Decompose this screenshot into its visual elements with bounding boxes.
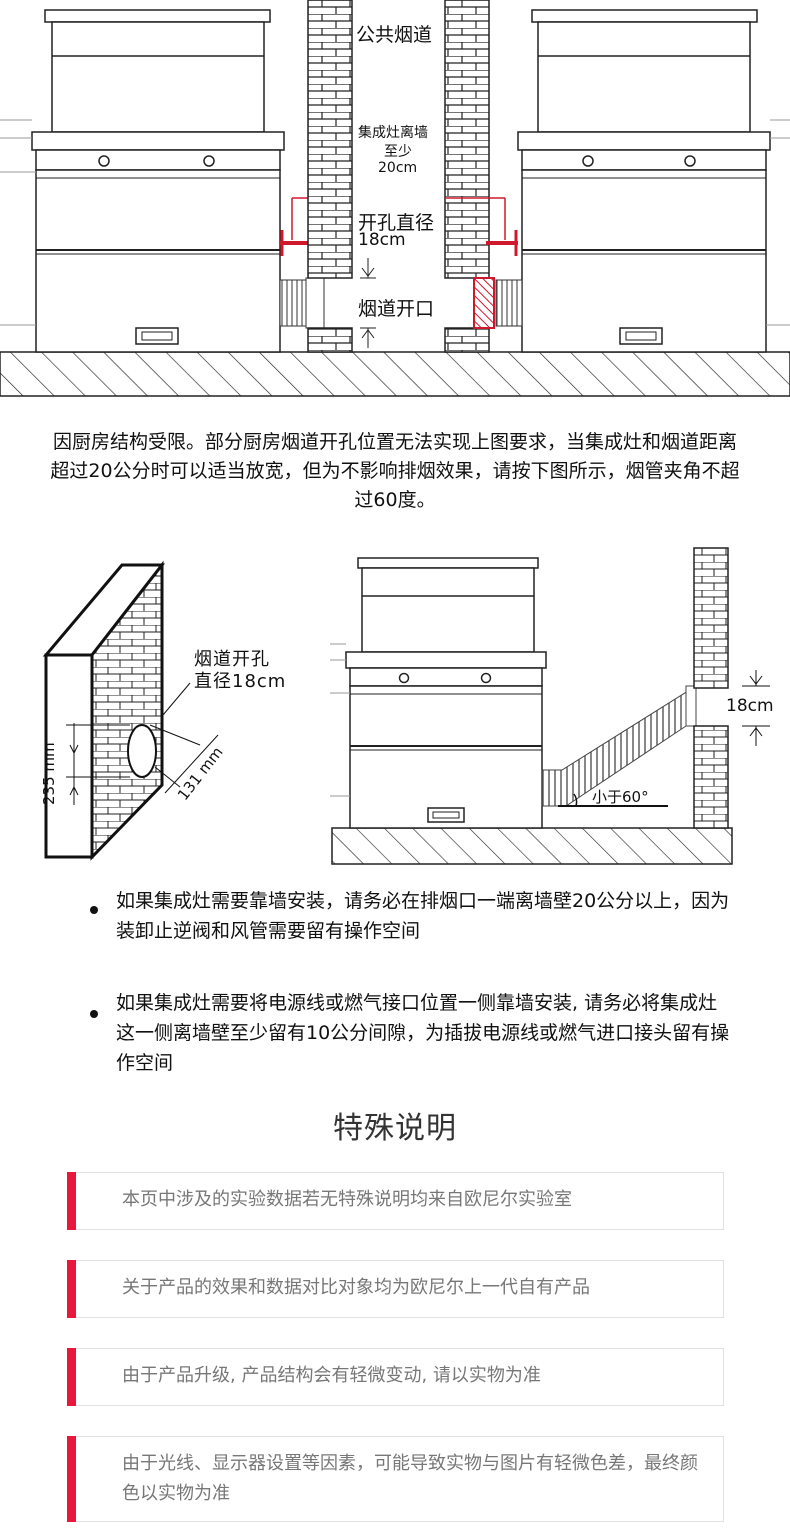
note-text-1: 本页中涉及的实验数据若无特殊说明均来自欧尼尔实验室	[122, 1189, 572, 1210]
wall-hole-label-line-1: 烟道开孔	[194, 649, 270, 670]
bullet-text-2: 如果集成灶需要将电源线或燃气接口位置一侧靠墙安装, 请务必将集成灶这一侧离墙壁至…	[116, 992, 730, 1074]
bullet-text-1: 如果集成灶需要靠墙安装，请务必在排烟口一端离墙壁20公分以上，因为装卸止逆阀和风…	[116, 890, 730, 942]
opening-label: 烟道开口	[358, 298, 435, 320]
right-stove	[445, 9, 790, 353]
note-text-4: 由于光线、显示器设置等因素，可能导致实物与图片有轻微色差，最终颜色以实物为准	[122, 1453, 698, 1504]
distance-note-line-2: 至少	[384, 144, 412, 160]
note-text-2: 关于产品的效果和数据对比对象均为欧尼尔上一代自有产品	[122, 1277, 590, 1298]
distance-note-line-3: 20cm	[378, 160, 418, 176]
flue-wall-left	[307, 0, 353, 279]
installation-diagram-top: 公共烟道 集成灶离墙 至少 20cm 开孔直径 18cm 烟道开口	[0, 0, 790, 400]
note-item-1: 本页中涉及的实验数据若无特殊说明均来自欧尼尔实验室	[67, 1172, 724, 1230]
special-notes-heading: 特殊说明	[333, 1111, 457, 1146]
note-item-3: 由于产品升级, 产品结构会有轻微变动, 请以实物为准	[67, 1348, 724, 1406]
diameter-label: 18cm	[726, 696, 774, 716]
opening-marker	[473, 277, 495, 329]
accent-bar	[67, 1172, 76, 1230]
bullet-dot	[90, 1010, 98, 1018]
height-dimension: 235 mm	[40, 742, 58, 805]
note-text-3: 由于产品升级, 产品结构会有轻微变动, 请以实物为准	[122, 1365, 541, 1386]
distance-note-line-1: 集成灶离墙	[358, 125, 428, 141]
accent-bar	[67, 1436, 76, 1522]
note-item-4: 由于光线、显示器设置等因素，可能导致实物与图片有轻微色差，最终颜色以实物为准	[67, 1436, 724, 1522]
hole-label-line-1: 开孔直径	[358, 212, 435, 234]
bullet-item-2: 如果集成灶需要将电源线或燃气接口位置一侧靠墙安装, 请务必将集成灶这一侧离墙壁至…	[90, 988, 740, 1080]
flue-label: 公共烟道	[356, 24, 433, 46]
flue-hole	[127, 724, 157, 778]
hole-label-line-2: 18cm	[358, 230, 406, 250]
intro-paragraph: 因厨房结构受限。部分厨房烟道开孔位置无法实现上图要求，当集成灶和烟道距离超过20…	[50, 431, 740, 511]
accent-bar	[67, 1260, 76, 1318]
flue-wall-right	[444, 0, 490, 279]
angle-label: 小于60°	[592, 788, 649, 806]
angle-diagram: 18cm 小于60°	[330, 547, 790, 868]
wall-opening-diagram: 烟道开孔 直径18cm 235 mm 131 mm	[0, 555, 320, 865]
wall-hole-label-line-2: 直径18cm	[194, 671, 287, 692]
note-item-2: 关于产品的效果和数据对比对象均为欧尼尔上一代自有产品	[67, 1260, 724, 1318]
bullet-item-1: 如果集成灶需要靠墙安装，请务必在排烟口一端离墙壁20公分以上，因为装卸止逆阀和风…	[90, 886, 740, 950]
floor-hatch	[0, 351, 790, 397]
bullet-dot	[90, 906, 98, 914]
left-stove	[0, 9, 352, 353]
accent-bar	[67, 1348, 76, 1406]
